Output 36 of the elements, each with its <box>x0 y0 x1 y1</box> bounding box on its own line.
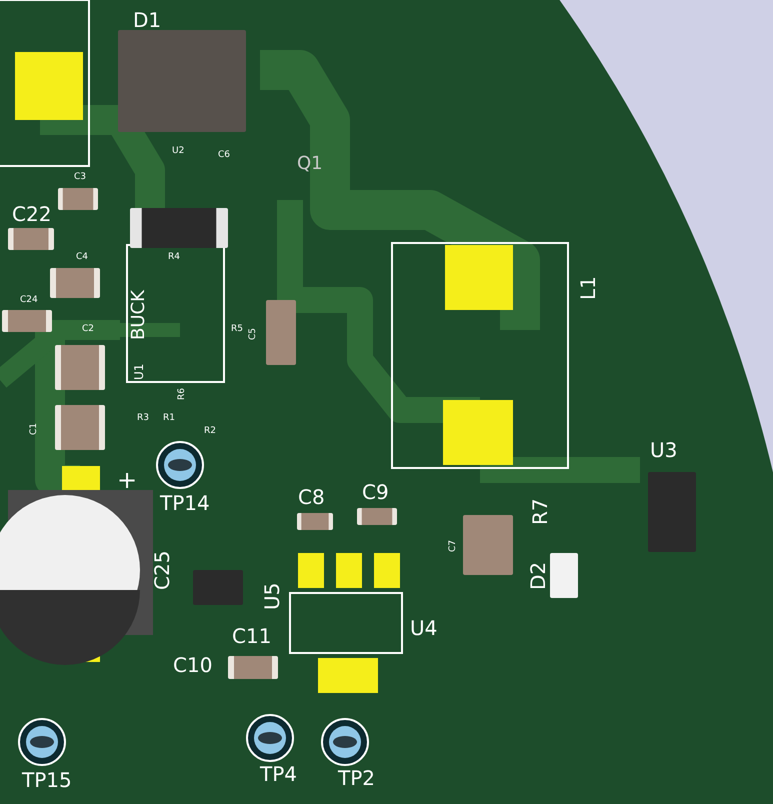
component-label: C25 <box>152 550 172 590</box>
component-label: C2 <box>82 325 94 334</box>
component-label: R2 <box>204 427 216 436</box>
component-label: U2 <box>172 147 184 156</box>
component-label: Q1 <box>297 155 323 173</box>
component-label: U1 <box>133 364 145 380</box>
component-label: R1 <box>163 414 175 423</box>
component-label: TP15 <box>22 770 72 790</box>
component-label: C4 <box>76 253 88 262</box>
component-label: C8 <box>298 487 325 507</box>
component-label: L1 <box>578 276 598 300</box>
component-label: R4 <box>168 253 180 262</box>
component-label: TP2 <box>338 768 376 788</box>
component-label: C9 <box>362 482 389 502</box>
component-label: C1 <box>30 422 39 435</box>
component-label: C10 <box>173 655 212 675</box>
component-label: R5 <box>231 325 243 334</box>
component-label: C5 <box>249 328 258 340</box>
component-label: U5 <box>262 582 282 610</box>
component-label: U3 <box>650 440 678 460</box>
component-label: D1 <box>133 10 162 30</box>
component-label: C11 <box>232 626 272 646</box>
component-label: R3 <box>137 414 149 423</box>
component-label: C3 <box>74 173 86 182</box>
component-label: D2 <box>528 562 548 590</box>
component-label: R6 <box>178 388 187 400</box>
component-label: C22 <box>12 204 52 224</box>
component-label: BUCK <box>130 290 148 340</box>
component-label: C7 <box>449 540 458 552</box>
component-label: R7 <box>530 498 550 525</box>
component-label: TP4 <box>260 764 298 784</box>
component-label: U4 <box>410 618 438 638</box>
component-label: C24 <box>20 296 38 305</box>
polarity-mark: + <box>117 468 138 492</box>
component-label: TP14 <box>160 493 210 513</box>
component-label: C6 <box>218 151 230 160</box>
